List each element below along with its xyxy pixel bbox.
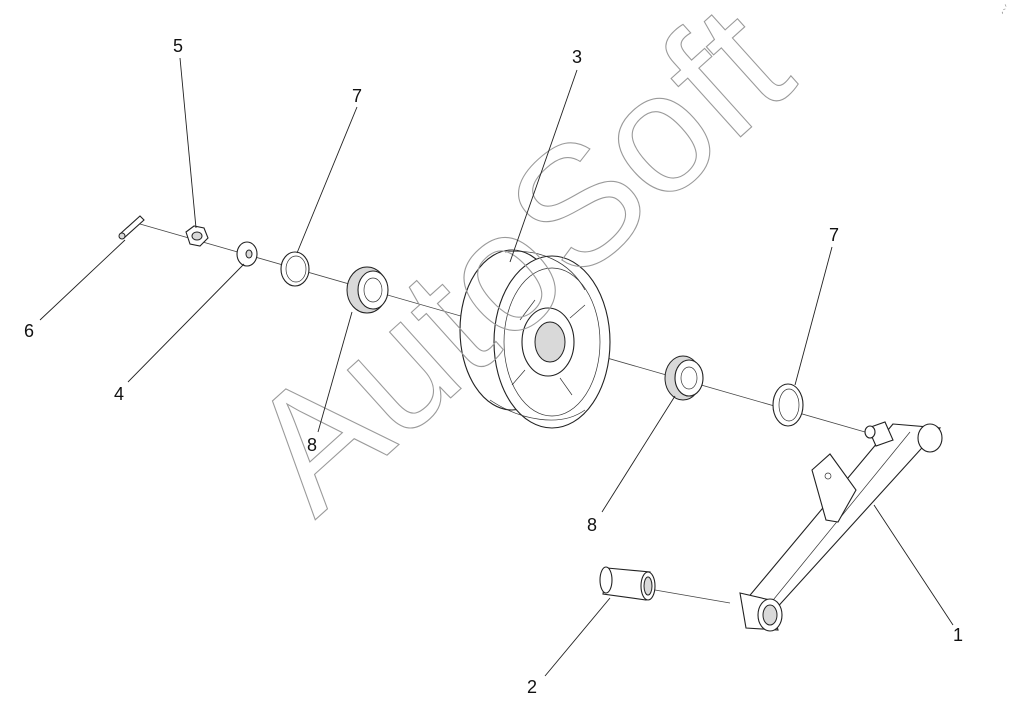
callout-8-left: 8 <box>307 435 317 455</box>
snap-ring-left-part <box>280 251 310 287</box>
snap-ring-right-part <box>772 383 804 427</box>
callout-4: 4 <box>114 384 124 404</box>
pulley-part <box>459 249 611 429</box>
callout-7-left: 7 <box>352 86 362 106</box>
corner-mark: ,-' <box>998 4 1010 17</box>
leader-lines <box>39 57 954 677</box>
callout-5: 5 <box>173 36 183 56</box>
callout-3: 3 <box>572 47 582 67</box>
callout-8-right: 8 <box>587 515 597 535</box>
bushing-part <box>599 566 656 601</box>
callout-7-right: 7 <box>829 225 839 245</box>
tensioner-arm-part <box>739 421 943 632</box>
bearing-left-part <box>346 266 389 314</box>
cotter-pin-part <box>118 215 145 240</box>
hex-nut-part <box>185 225 209 247</box>
callout-2: 2 <box>527 677 537 697</box>
callout-6: 6 <box>24 321 34 341</box>
bearing-right-part <box>664 355 704 401</box>
callouts: 5 7 3 7 6 4 8 8 1 2 <box>24 36 963 697</box>
washer-part <box>236 241 258 267</box>
callout-1: 1 <box>953 625 963 645</box>
